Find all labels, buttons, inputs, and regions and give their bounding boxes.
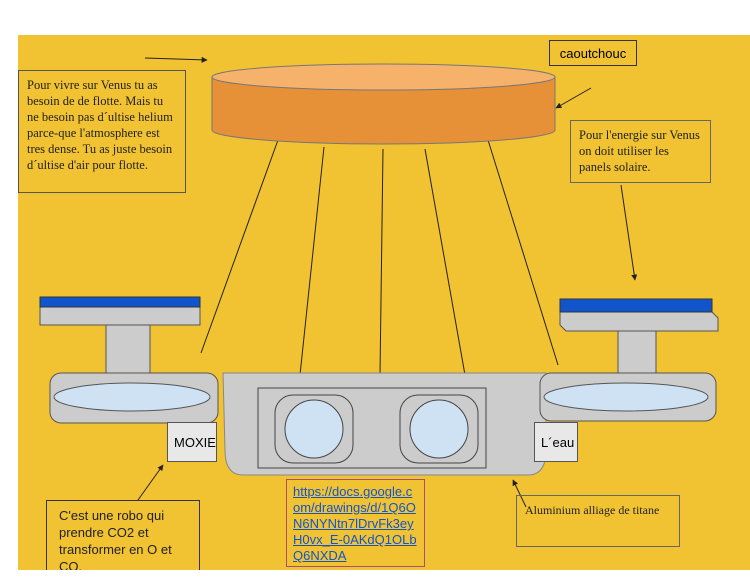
alloy-label-text: Aluminium alliage de titane [525, 503, 660, 517]
right-solar-panel [559, 298, 719, 376]
suspension-cables [200, 139, 559, 376]
drawing-canvas: Pour vivre sur Venus tu as besoin de de … [18, 35, 750, 570]
moxie-label: MOXIE [167, 422, 217, 462]
rubber-label: caoutchouc [549, 40, 637, 66]
energy-note: Pour l'energie sur Venus on doit utilise… [570, 120, 711, 183]
alloy-label: Aluminium alliage de titane [516, 495, 680, 547]
diagram-artwork [39, 56, 719, 508]
gondola [222, 372, 547, 476]
water-label: L´eau [534, 422, 578, 462]
left-solar-panel [39, 296, 201, 376]
drawing-link[interactable]: https://docs.google.com/drawings/d/1Q6ON… [286, 479, 425, 567]
rubber-label-text: caoutchouc [559, 45, 627, 61]
energy-note-text: Pour l'energie sur Venus on doit utilise… [579, 128, 700, 174]
robot-note-text: C'est une robo qui prendre CO2 et transf… [59, 508, 172, 570]
pointer-arrows [137, 56, 638, 508]
balloon [211, 63, 556, 145]
left-pod [49, 372, 219, 424]
water-label-text: L´eau [541, 434, 575, 450]
right-pod [539, 372, 717, 422]
portholes [274, 394, 479, 464]
float-note: Pour vivre sur Venus tu as besoin de de … [18, 70, 186, 193]
float-note-text: Pour vivre sur Venus tu as besoin de de … [27, 78, 173, 172]
drawing-link-text[interactable]: https://docs.google.com/drawings/d/1Q6ON… [293, 484, 417, 563]
moxie-label-text: MOXIE [174, 434, 216, 450]
robot-note: C'est une robo qui prendre CO2 et transf… [46, 500, 200, 570]
